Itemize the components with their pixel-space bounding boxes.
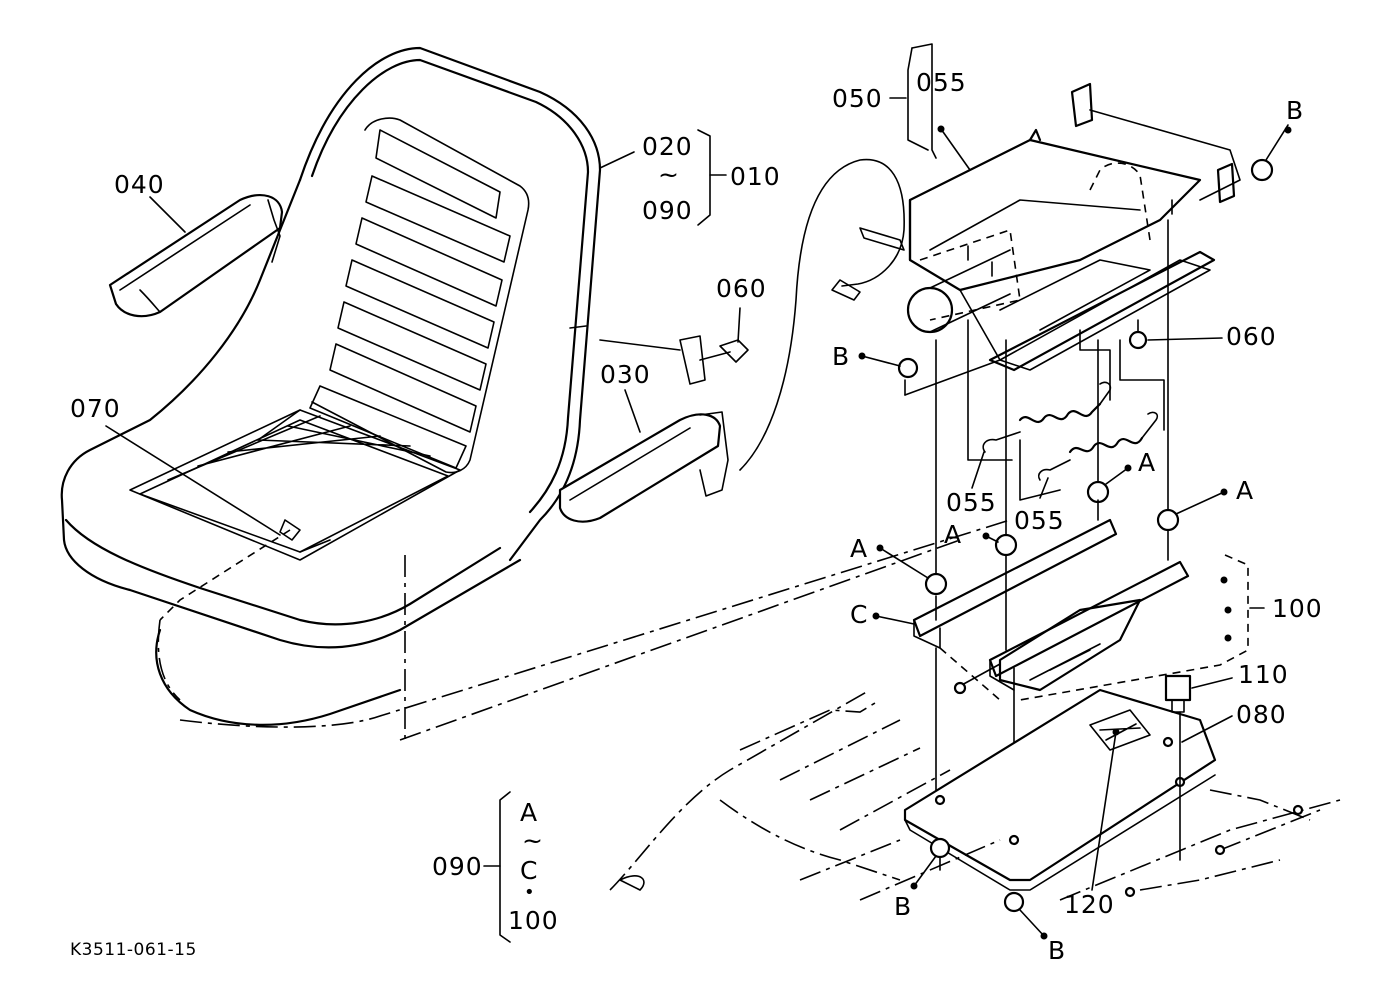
base-plate — [609, 674, 1341, 913]
part-label-055-b: 055 — [1014, 506, 1065, 535]
part-label-020: 020 — [642, 132, 693, 161]
part-label-B-top: B — [1286, 96, 1305, 125]
part-label-055-a: 055 — [946, 488, 997, 517]
part-label-A-1: A — [1138, 448, 1157, 477]
part-label-030: 030 — [600, 360, 651, 389]
part-label-090-top: 090 — [642, 196, 693, 225]
legend-label-100: 100 — [508, 906, 559, 935]
part-label-A-4: A — [850, 534, 869, 563]
legend-dot: • — [524, 882, 536, 903]
part-label-060-left: 060 — [716, 274, 767, 303]
part-label-C: C — [850, 600, 869, 629]
part-label-120: 120 — [1064, 890, 1115, 919]
part-label-110: 110 — [1238, 660, 1289, 689]
part-label-050: 050 — [832, 84, 883, 113]
part-label-060-right: 060 — [1226, 322, 1277, 351]
part-label-100: 100 — [1272, 594, 1323, 623]
legend-label-090: 090 — [432, 852, 483, 881]
part-label-055-top: 055 — [916, 68, 967, 97]
range-tilde-top: ~ — [658, 160, 680, 189]
part-label-B-mid: B — [832, 342, 851, 371]
diagram-code: K3511-061-15 — [70, 940, 197, 960]
part-label-B-low1: B — [894, 892, 913, 921]
legend-tilde: ~ — [522, 826, 544, 855]
part-label-B-low2: B — [1048, 936, 1067, 965]
legend-label-A: A — [520, 798, 539, 827]
seat-suspension — [897, 82, 1274, 596]
part-label-A-2: A — [1236, 476, 1255, 505]
part-label-070: 070 — [70, 394, 121, 423]
part-label-040: 040 — [114, 170, 165, 199]
leader-lines — [105, 43, 1292, 943]
part-label-080: 080 — [1236, 700, 1287, 729]
part-label-010: 010 — [730, 162, 781, 191]
slide-rails — [912, 499, 1249, 841]
legend-label-C: C — [520, 856, 539, 885]
part-label-A-3: A — [944, 520, 963, 549]
seat-assembly — [60, 46, 1011, 741]
